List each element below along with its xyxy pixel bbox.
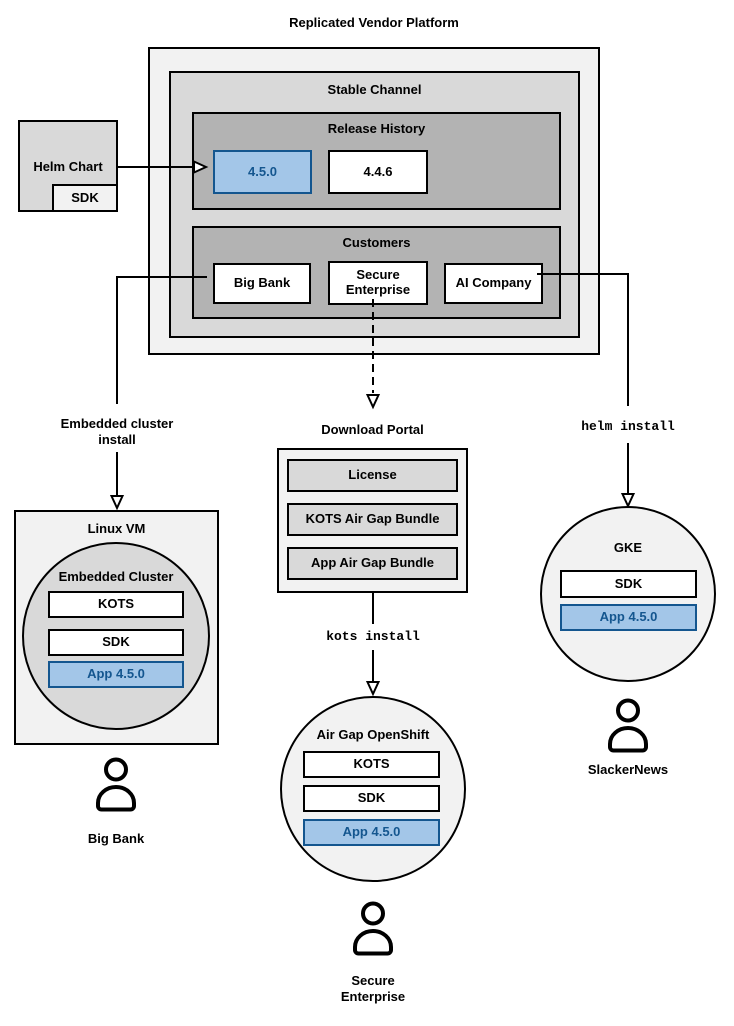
arrowhead-down-icon bbox=[620, 493, 636, 509]
customers-box: Customers Big Bank Secure Enterprise AI … bbox=[192, 226, 561, 319]
linux-vm-box: Linux VM Embedded Cluster KOTS SDK App 4… bbox=[14, 510, 219, 745]
user-label-secure-enterprise: Secure Enterprise bbox=[340, 973, 406, 1004]
app-box: App 4.5.0 bbox=[303, 819, 440, 846]
arrowhead-down-icon bbox=[109, 495, 125, 511]
diagram-title: Replicated Vendor Platform bbox=[289, 15, 459, 30]
app-box: App 4.5.0 bbox=[560, 604, 697, 631]
gke-label: GKE bbox=[613, 540, 643, 555]
airgap-openshift-label: Air Gap OpenShift bbox=[316, 727, 430, 742]
user-label-slackernews: SlackerNews bbox=[587, 762, 669, 777]
user-icon bbox=[96, 757, 136, 812]
customer-ai-company: AI Company bbox=[444, 263, 543, 304]
stable-channel-label: Stable Channel bbox=[327, 82, 422, 97]
sdk-box: SDK bbox=[303, 785, 440, 812]
linux-vm-label: Linux VM bbox=[87, 521, 146, 536]
embedded-cluster-label: Embedded Cluster bbox=[58, 569, 174, 584]
kots-install-label: kots install bbox=[326, 629, 420, 644]
app-box: App 4.5.0 bbox=[48, 661, 184, 688]
release-4-5-0: 4.5.0 bbox=[213, 150, 312, 194]
helm-install-label: helm install bbox=[581, 419, 675, 434]
customer-big-bank: Big Bank bbox=[213, 263, 311, 304]
kots-box: KOTS bbox=[303, 751, 440, 778]
customers-label: Customers bbox=[342, 235, 411, 250]
license-box: License bbox=[287, 459, 458, 492]
arrowhead-down-icon bbox=[365, 394, 381, 410]
release-history-box: Release History 4.5.0 4.4.6 bbox=[192, 112, 561, 210]
gke-circle: GKE SDK App 4.5.0 bbox=[540, 506, 716, 682]
kots-airgap-bundle-box: KOTS Air Gap Bundle bbox=[287, 503, 458, 536]
user-icon bbox=[608, 698, 648, 753]
stable-channel-box: Stable Channel Release History 4.5.0 4.4… bbox=[169, 71, 580, 338]
download-portal-label: Download Portal bbox=[321, 422, 424, 437]
user-icon bbox=[353, 901, 393, 956]
sdk-box: SDK bbox=[560, 570, 697, 598]
embedded-cluster-install-label: Embedded cluster install bbox=[60, 416, 174, 447]
user-label-big-bank: Big Bank bbox=[87, 831, 145, 846]
customer-secure-enterprise: Secure Enterprise bbox=[328, 261, 428, 305]
arrowhead-down-icon bbox=[365, 681, 381, 697]
platform-box: Stable Channel Release History 4.5.0 4.4… bbox=[148, 47, 600, 355]
release-history-label: Release History bbox=[327, 121, 426, 136]
helm-chart-label: Helm Chart bbox=[33, 159, 103, 174]
airgap-openshift-circle: Air Gap OpenShift KOTS SDK App 4.5.0 bbox=[280, 696, 466, 882]
helm-chart-sdk-box: SDK bbox=[52, 184, 118, 212]
sdk-box: SDK bbox=[48, 629, 184, 656]
embedded-cluster-circle: Embedded Cluster KOTS SDK App 4.5.0 bbox=[22, 542, 210, 730]
download-portal-box: License KOTS Air Gap Bundle App Air Gap … bbox=[277, 448, 468, 593]
kots-box: KOTS bbox=[48, 591, 184, 618]
release-4-4-6: 4.4.6 bbox=[328, 150, 428, 194]
app-airgap-bundle-box: App Air Gap Bundle bbox=[287, 547, 458, 580]
